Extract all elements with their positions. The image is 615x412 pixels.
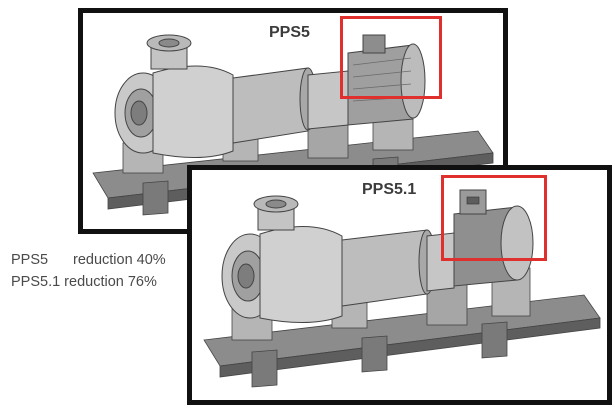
panel-title: PPS5.1 <box>362 181 417 198</box>
legend-variant-name: PPS5.1 <box>11 274 61 290</box>
panel-title: PPS5 <box>269 24 310 41</box>
pump-illustration-pps5-1 <box>203 189 601 388</box>
motor-highlight-box <box>441 175 547 261</box>
legend-reduction-text: reduction 76% <box>64 274 157 290</box>
legend-variant-name: PPS5 <box>11 252 49 268</box>
motor-highlight-box <box>340 16 442 99</box>
legend-row-pps5: PPS5 reduction 40% <box>11 249 166 271</box>
motor <box>347 34 426 126</box>
legend-reduction-text: reduction 40% <box>73 252 166 268</box>
bearing-housing <box>232 67 349 144</box>
pump-casing <box>114 34 234 158</box>
panel-pps5-1: PPS5.1 <box>187 165 612 405</box>
motor <box>453 189 534 287</box>
bearing-housing <box>341 229 455 307</box>
pump-casing <box>221 195 343 323</box>
